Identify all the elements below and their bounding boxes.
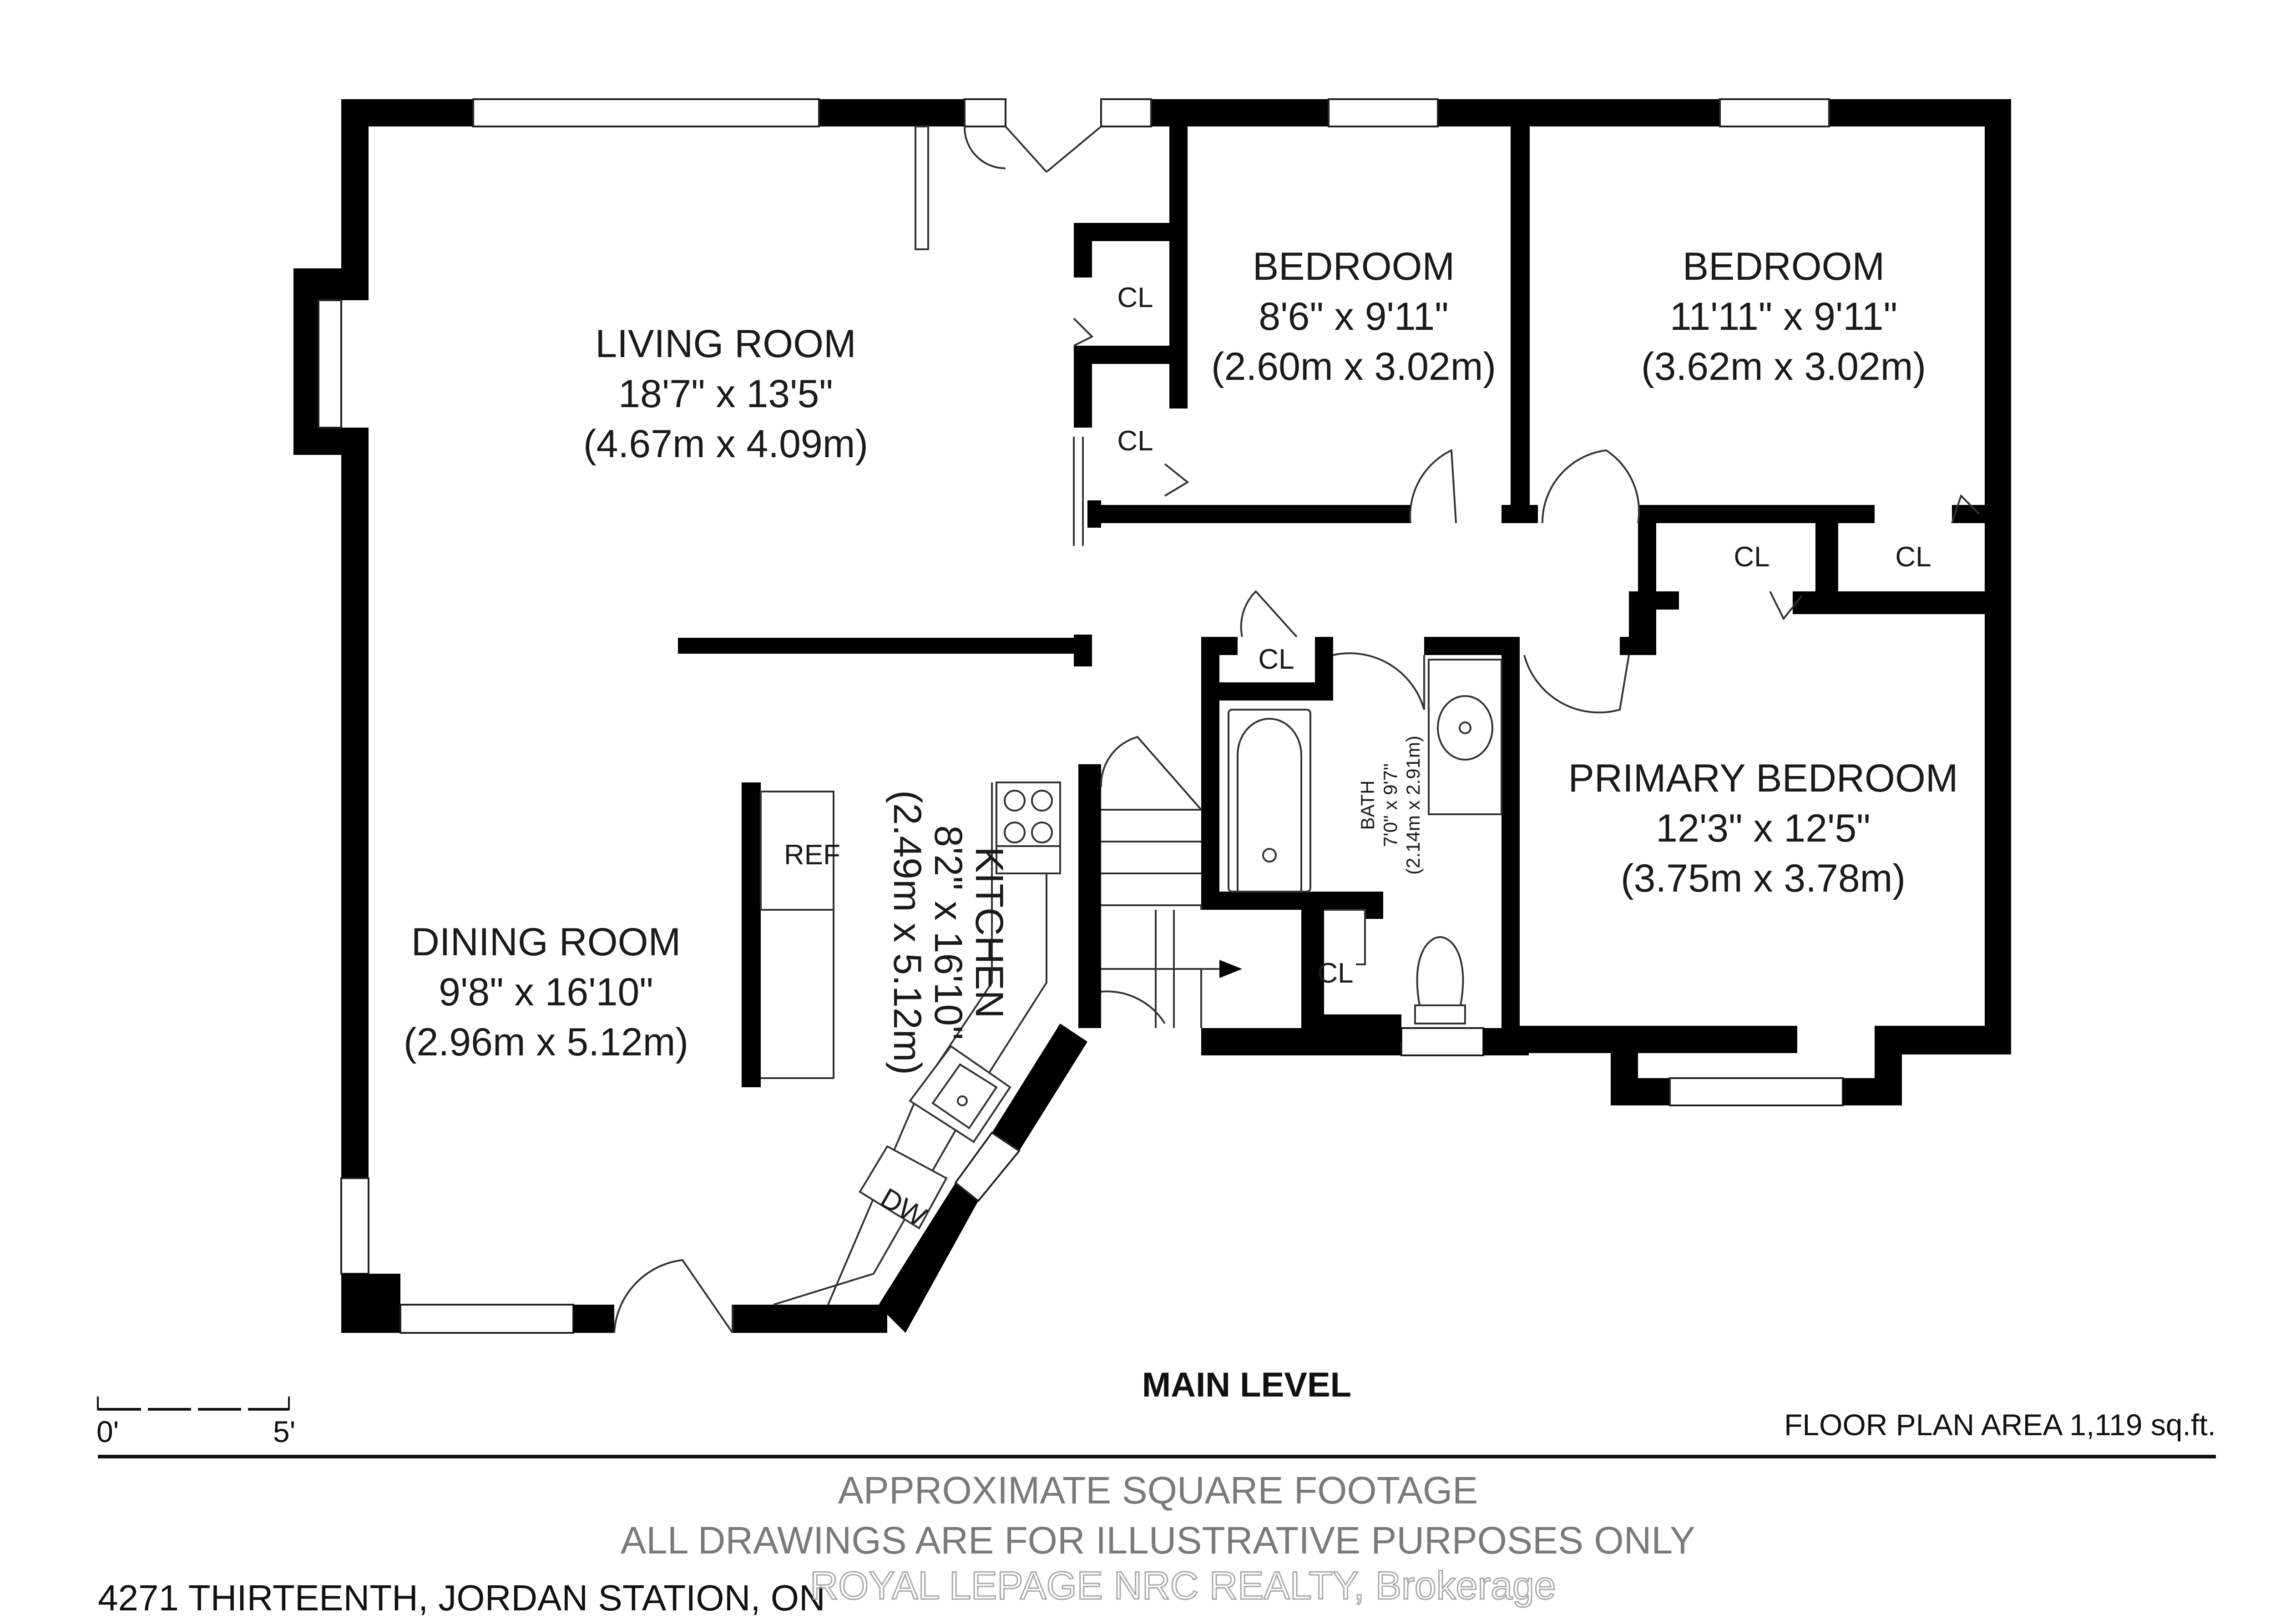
room-dimensions-metric: (4.67m x 4.09m) <box>583 422 868 466</box>
room-dimensions-imperial: 8'6" x 9'11" <box>1259 295 1448 338</box>
room-kitchen: KITCHEN 8'2" x 16'10" (2.49m x 5.12m) <box>885 790 1011 1075</box>
scale-bar: 0' 5' <box>96 1397 295 1448</box>
room-bedroom-1: BEDROOM 8'6" x 9'11" (2.60m x 3.02m) <box>1211 245 1496 388</box>
scale-end: 5' <box>273 1415 295 1448</box>
fixtures-linework <box>613 126 1980 1334</box>
level-title: MAIN LEVEL <box>1142 1366 1351 1404</box>
closet-label: CL <box>1117 425 1153 457</box>
footer-divider <box>98 1455 2216 1458</box>
room-bedroom-2: BEDROOM 11'11" x 9'11" (3.62m x 3.02m) <box>1641 245 1926 388</box>
room-name: PRIMARY BEDROOM <box>1568 757 1958 800</box>
room-bath: BATH 7'0" x 9'7" (2.14m x 2.91m) <box>1357 736 1424 875</box>
room-living-room: LIVING ROOM 18'7" x 13'5" (4.67m x 4.09m… <box>583 322 868 466</box>
stairs <box>1100 736 1242 1028</box>
room-dimensions-metric: (3.62m x 3.02m) <box>1641 345 1926 388</box>
room-dimensions-imperial: 8'2" x 16'10" <box>926 825 970 1040</box>
closet-label: CL <box>1734 541 1769 573</box>
room-name: LIVING ROOM <box>595 322 856 366</box>
room-dimensions-metric: (3.75m x 3.78m) <box>1621 857 1906 900</box>
walls <box>293 98 2011 1334</box>
room-name: BATH <box>1357 781 1378 830</box>
scale-start: 0' <box>96 1415 119 1448</box>
brokerage-watermark: ROYAL LEPAGE NRC REALTY, Brokerage <box>810 1564 1556 1608</box>
room-dimensions-imperial: 11'11" x 9'11" <box>1670 295 1897 338</box>
footer-disclaimer: ALL DRAWINGS ARE FOR ILLUSTRATIVE PURPOS… <box>621 1519 1695 1562</box>
closet-label: CL <box>1258 644 1294 675</box>
room-name: KITCHEN <box>967 847 1011 1018</box>
room-dimensions-imperial: 9'8" x 16'10" <box>439 970 653 1014</box>
closet-label: CL <box>1117 282 1153 313</box>
footer-approx-footage: APPROXIMATE SQUARE FOOTAGE <box>838 1469 1478 1512</box>
room-dimensions-metric: (2.49m x 5.12m) <box>885 790 929 1075</box>
room-dimensions-metric: (2.96m x 5.12m) <box>404 1020 688 1064</box>
room-dimensions-imperial: 12'3" x 12'5" <box>1656 807 1871 850</box>
property-address: 4271 THIRTEENTH, JORDAN STATION, ON <box>98 1578 825 1618</box>
room-name: BEDROOM <box>1253 245 1455 288</box>
floor-plan-area: FLOOR PLAN AREA 1,119 sq.ft. <box>1784 1408 2216 1442</box>
closet-label: CL <box>1317 958 1353 989</box>
room-dimensions-metric: (2.60m x 3.02m) <box>1211 345 1496 388</box>
room-dimensions-metric: (2.14m x 2.91m) <box>1402 736 1424 875</box>
room-name: DINING ROOM <box>411 920 681 964</box>
room-name: BEDROOM <box>1683 245 1885 288</box>
room-primary-bedroom: PRIMARY BEDROOM 12'3" x 12'5" (3.75m x 3… <box>1568 757 1958 900</box>
refrigerator-label: REF <box>784 839 840 871</box>
kitchen-counter <box>760 782 1061 1306</box>
closet-label: CL <box>1895 541 1931 573</box>
room-dimensions-imperial: 18'7" x 13'5" <box>618 372 833 416</box>
room-dining-room: DINING ROOM 9'8" x 16'10" (2.96m x 5.12m… <box>404 920 688 1064</box>
room-dimensions-imperial: 7'0" x 9'7" <box>1380 763 1401 847</box>
